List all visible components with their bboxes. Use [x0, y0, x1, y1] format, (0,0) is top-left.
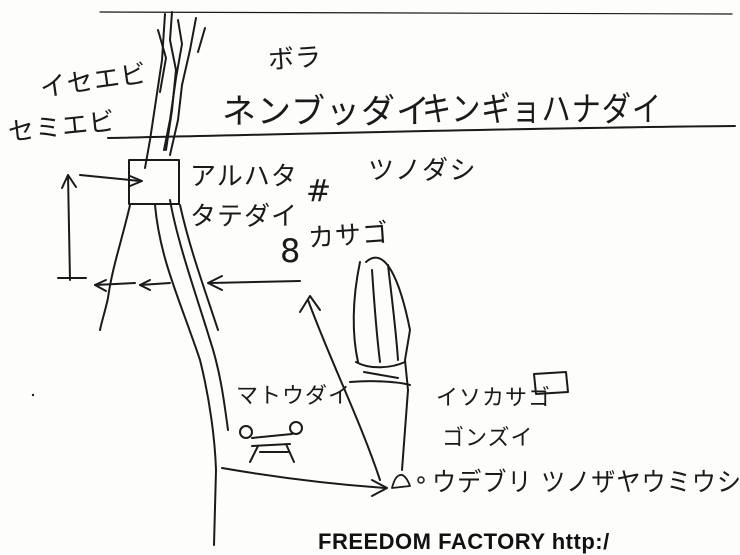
- arrow: [307, 299, 381, 481]
- rock-edge: [154, 204, 217, 546]
- arrow-head: [94, 279, 107, 292]
- arrow-head: [61, 174, 77, 189]
- rock-pillar: [371, 269, 381, 363]
- arrow-head: [129, 175, 143, 187]
- rock-pillar: [401, 359, 409, 471]
- arrow: [209, 280, 301, 284]
- label-kasago-prefix: 8: [280, 232, 302, 270]
- water-line: [107, 125, 736, 139]
- label-kinmedai: キンギョハナダイ: [422, 90, 662, 130]
- arrow: [94, 282, 136, 286]
- arrow-head: [371, 479, 388, 497]
- label-matoudai: マトウダイ: [236, 384, 352, 409]
- rock-edge: [179, 204, 219, 331]
- rock-edge: [169, 199, 229, 431]
- rock-pillar: [349, 380, 411, 386]
- top-boundary-line: [99, 11, 733, 15]
- matoudai-fish: [289, 421, 303, 435]
- arrow-head: [139, 279, 151, 291]
- seaweed-strand: [197, 27, 206, 53]
- rock-pillar: [387, 264, 399, 361]
- rock-pillar: [355, 361, 406, 369]
- label-bottom-row: ウデブリ ツノザヤウミウシ: [432, 468, 740, 498]
- sea-slug: [417, 476, 425, 484]
- rock-pillar: [352, 261, 361, 363]
- label-gonzui: ゴンズイ: [442, 426, 534, 451]
- label-alhata: アルハタ: [190, 162, 298, 192]
- rock-pillar: [363, 371, 399, 379]
- arrow: [221, 467, 386, 489]
- seaweed-strand: [157, 29, 167, 93]
- left-vertical-arrow: [67, 174, 71, 281]
- alhata-box: [128, 159, 180, 205]
- dot: [31, 393, 35, 397]
- arrow: [79, 174, 141, 182]
- label-hash: #: [306, 174, 333, 209]
- label-isokasago: イソカサゴ: [436, 386, 552, 411]
- label-tsunodashi: ツノダシ: [368, 156, 477, 186]
- matoudai-fish: [249, 433, 295, 463]
- label-bora: ボラ: [267, 42, 324, 76]
- matoudai-fish: [239, 425, 253, 439]
- label-tatedai: タテダイ: [190, 202, 299, 232]
- arrow-head: [299, 295, 321, 313]
- seaweed-strand: [144, 13, 166, 169]
- label-nenbutsudai: ネンブッダイ: [222, 92, 431, 132]
- watermark-text: FREEDOM FACTORY http:/: [318, 529, 610, 554]
- seaweed-strand: [163, 19, 183, 151]
- sea-slug: [391, 474, 411, 489]
- rock-pillar: [365, 256, 411, 361]
- arrow: [139, 282, 171, 286]
- rock-left-edge: [99, 204, 131, 331]
- label-kasago: カサゴ: [307, 218, 391, 254]
- seaweed-strand: [169, 17, 197, 156]
- small-box: [533, 371, 569, 395]
- arrow-head: [207, 275, 223, 291]
